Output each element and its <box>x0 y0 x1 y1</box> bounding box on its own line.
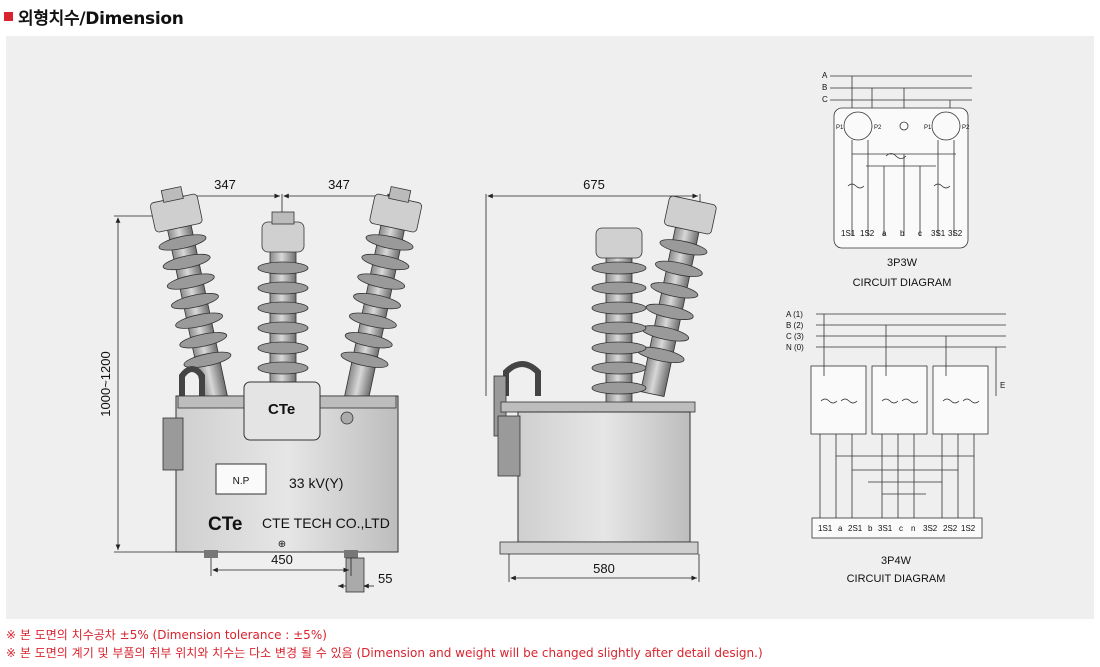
side-view: 675 580 <box>485 177 717 582</box>
t4-3s2: 3S2 <box>923 524 938 533</box>
t3p3w-1s1: 1S1 <box>841 229 856 238</box>
side-dim-base: 580 <box>593 561 615 576</box>
red-square-icon <box>4 11 13 21</box>
t4-c: c <box>899 524 903 533</box>
earth-label: E <box>1000 381 1005 390</box>
t3p3w-1s2: 1S2 <box>860 229 875 238</box>
phase-c-label: C <box>822 95 828 104</box>
phase-a-label: A <box>822 71 828 80</box>
side-dim-top: 675 <box>583 177 605 192</box>
dim-top-left: 347 <box>214 177 236 192</box>
t4-a: a <box>838 524 843 533</box>
t4-2s1: 2S1 <box>848 524 863 533</box>
company-name: CTE TECH CO.,LTD <box>262 515 390 531</box>
svg-text:⊕: ⊕ <box>278 539 286 550</box>
caption-3p4w: CIRCUIT DIAGRAM <box>847 573 946 585</box>
phase-b4-label: B (2) <box>786 321 804 330</box>
note-tolerance: ※ 본 도면의 치수공차 ±5% (Dimension tolerance : … <box>6 628 327 642</box>
left-insulator <box>149 186 232 402</box>
drawing-canvas: 347 347 1000~1200 <box>98 71 1006 593</box>
front-view: 347 347 1000~1200 <box>98 177 423 593</box>
phase-c4-label: C (3) <box>786 332 804 341</box>
dim-height: 1000~1200 <box>98 351 113 416</box>
dim-base: 450 <box>271 552 293 567</box>
section-header: 외형치수/Dimension <box>4 4 184 29</box>
dim-terminal: 55 <box>378 571 392 586</box>
terminal-strip-3p4w: 1S1 a 2S1 b 3S1 c n 3S2 2S2 1S2 <box>818 524 976 533</box>
p1-right: P1 <box>924 125 932 131</box>
t3p3w-b: b <box>900 229 905 238</box>
p2-right: P2 <box>962 125 970 131</box>
side-front-insulator <box>591 227 647 405</box>
t3p3w-3s2: 3S2 <box>948 229 963 238</box>
t3p3w-3s1: 3S1 <box>931 229 946 238</box>
t4-b: b <box>868 524 873 533</box>
t3p3w-c: c <box>918 229 922 238</box>
t4-n: n <box>911 524 915 533</box>
t4-1s1: 1S1 <box>818 524 833 533</box>
section-title: 외형치수/Dimension <box>18 8 184 29</box>
voltage-label: 33 kV(Y) <box>289 475 343 491</box>
center-insulator <box>257 211 309 412</box>
drawing-panel: 347 347 1000~1200 <box>6 36 1094 619</box>
right-insulator <box>340 186 423 402</box>
notes: ※ 본 도면의 치수공차 ±5% (Dimension tolerance : … <box>6 626 763 662</box>
phase-a4-label: A (1) <box>786 310 803 319</box>
front-logo: CTe <box>208 514 242 535</box>
nameplate-label: N.P <box>233 476 250 487</box>
dim-top-right: 347 <box>328 177 350 192</box>
p2-left: P2 <box>874 125 882 131</box>
phase-n4-label: N (0) <box>786 343 804 352</box>
t4-3s1: 3S1 <box>878 524 893 533</box>
caption-3p3w: CIRCUIT DIAGRAM <box>853 277 952 289</box>
t4-2s2: 2S2 <box>943 524 958 533</box>
title-3p3w: 3P3W <box>887 257 918 269</box>
phase-b-label: B <box>822 83 827 92</box>
title-3p4w: 3P4W <box>881 555 912 567</box>
front-logo-small: CTe <box>268 401 295 418</box>
t4-1s2: 1S2 <box>961 524 976 533</box>
diagram-3p4w: A (1) B (2) C (3) N (0) E 1S1 <box>786 310 1006 585</box>
t3p3w-a: a <box>882 229 887 238</box>
p1-left: P1 <box>836 125 844 131</box>
diagram-3p3w: A B C P1 P2 P1 P2 1S1 1S2 a b c 3S1 <box>822 71 972 289</box>
side-rear-insulator <box>636 195 717 398</box>
note-design-change: ※ 본 도면의 계기 및 부품의 취부 위치와 치수는 다소 변경 될 수 있음… <box>6 646 763 660</box>
